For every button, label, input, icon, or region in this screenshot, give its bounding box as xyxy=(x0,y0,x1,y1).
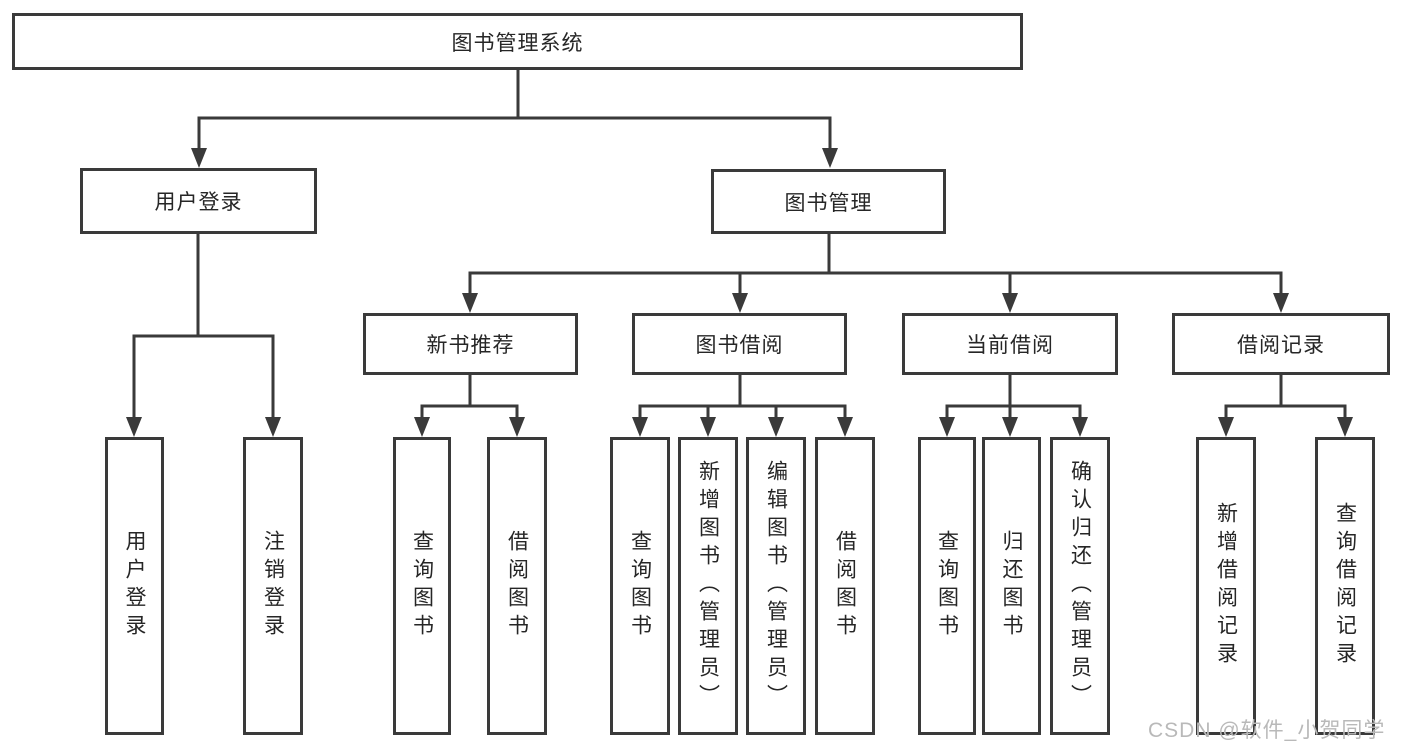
leaf-current-confirm-return-admin: 确认归还（管理员） xyxy=(1050,437,1110,735)
leaf-current-query-books-label: 查询图书 xyxy=(935,530,959,642)
leaf-user-login: 用户登录 xyxy=(105,437,164,735)
leaf-borrowing-query-books-label: 查询图书 xyxy=(628,530,652,642)
leaf-records-add-record-label: 新增借阅记录 xyxy=(1214,502,1238,670)
leaf-records-query-record-label: 查询借阅记录 xyxy=(1333,502,1357,670)
leaf-user-login-label: 用户登录 xyxy=(123,530,146,642)
leaf-records-query-record: 查询借阅记录 xyxy=(1315,437,1375,735)
leaf-borrowing-query-books: 查询图书 xyxy=(610,437,670,735)
node-book-borrowing: 图书借阅 xyxy=(632,313,847,375)
node-book-borrowing-label: 图书借阅 xyxy=(695,334,784,357)
node-new-book-recommend-label: 新书推荐 xyxy=(426,334,515,357)
leaf-newbook-borrow-books: 借阅图书 xyxy=(487,437,547,735)
leaf-newbook-query-books: 查询图书 xyxy=(393,437,451,735)
csdn-watermark: CSDN @软件_小贺同学 xyxy=(1148,719,1386,742)
leaf-borrowing-edit-books-admin: 编辑图书（管理员） xyxy=(746,437,806,735)
node-library-system: 图书管理系统 xyxy=(12,13,1023,70)
node-user-login-label: 用户登录 xyxy=(154,191,243,214)
leaf-current-return-books: 归还图书 xyxy=(982,437,1041,735)
node-current-borrowing: 当前借阅 xyxy=(902,313,1118,375)
leaf-records-add-record: 新增借阅记录 xyxy=(1196,437,1256,735)
node-current-borrowing-label: 当前借阅 xyxy=(966,334,1054,357)
node-library-system-label: 图书管理系统 xyxy=(451,31,584,55)
leaf-newbook-query-books-label: 查询图书 xyxy=(410,530,434,642)
leaf-logout-label: 注销登录 xyxy=(261,530,285,642)
node-book-management: 图书管理 xyxy=(711,169,946,234)
leaf-borrowing-add-books-admin: 新增图书（管理员） xyxy=(678,437,738,735)
leaf-current-query-books: 查询图书 xyxy=(918,437,976,735)
leaf-newbook-borrow-books-label: 借阅图书 xyxy=(505,530,529,642)
leaf-borrowing-borrow-books-label: 借阅图书 xyxy=(833,530,857,642)
leaf-current-confirm-return-admin-label: 确认归还（管理员） xyxy=(1068,460,1092,712)
leaf-current-return-books-label: 归还图书 xyxy=(1000,530,1023,642)
node-new-book-recommend: 新书推荐 xyxy=(363,313,578,375)
node-borrowing-records: 借阅记录 xyxy=(1172,313,1390,375)
leaf-logout: 注销登录 xyxy=(243,437,303,735)
node-borrowing-records-label: 借阅记录 xyxy=(1237,334,1325,357)
node-user-login: 用户登录 xyxy=(80,168,317,234)
node-book-management-label: 图书管理 xyxy=(784,191,873,215)
leaf-borrowing-borrow-books: 借阅图书 xyxy=(815,437,875,735)
leaf-borrowing-edit-books-admin-label: 编辑图书（管理员） xyxy=(764,460,788,712)
leaf-borrowing-add-books-admin-label: 新增图书（管理员） xyxy=(696,460,720,712)
